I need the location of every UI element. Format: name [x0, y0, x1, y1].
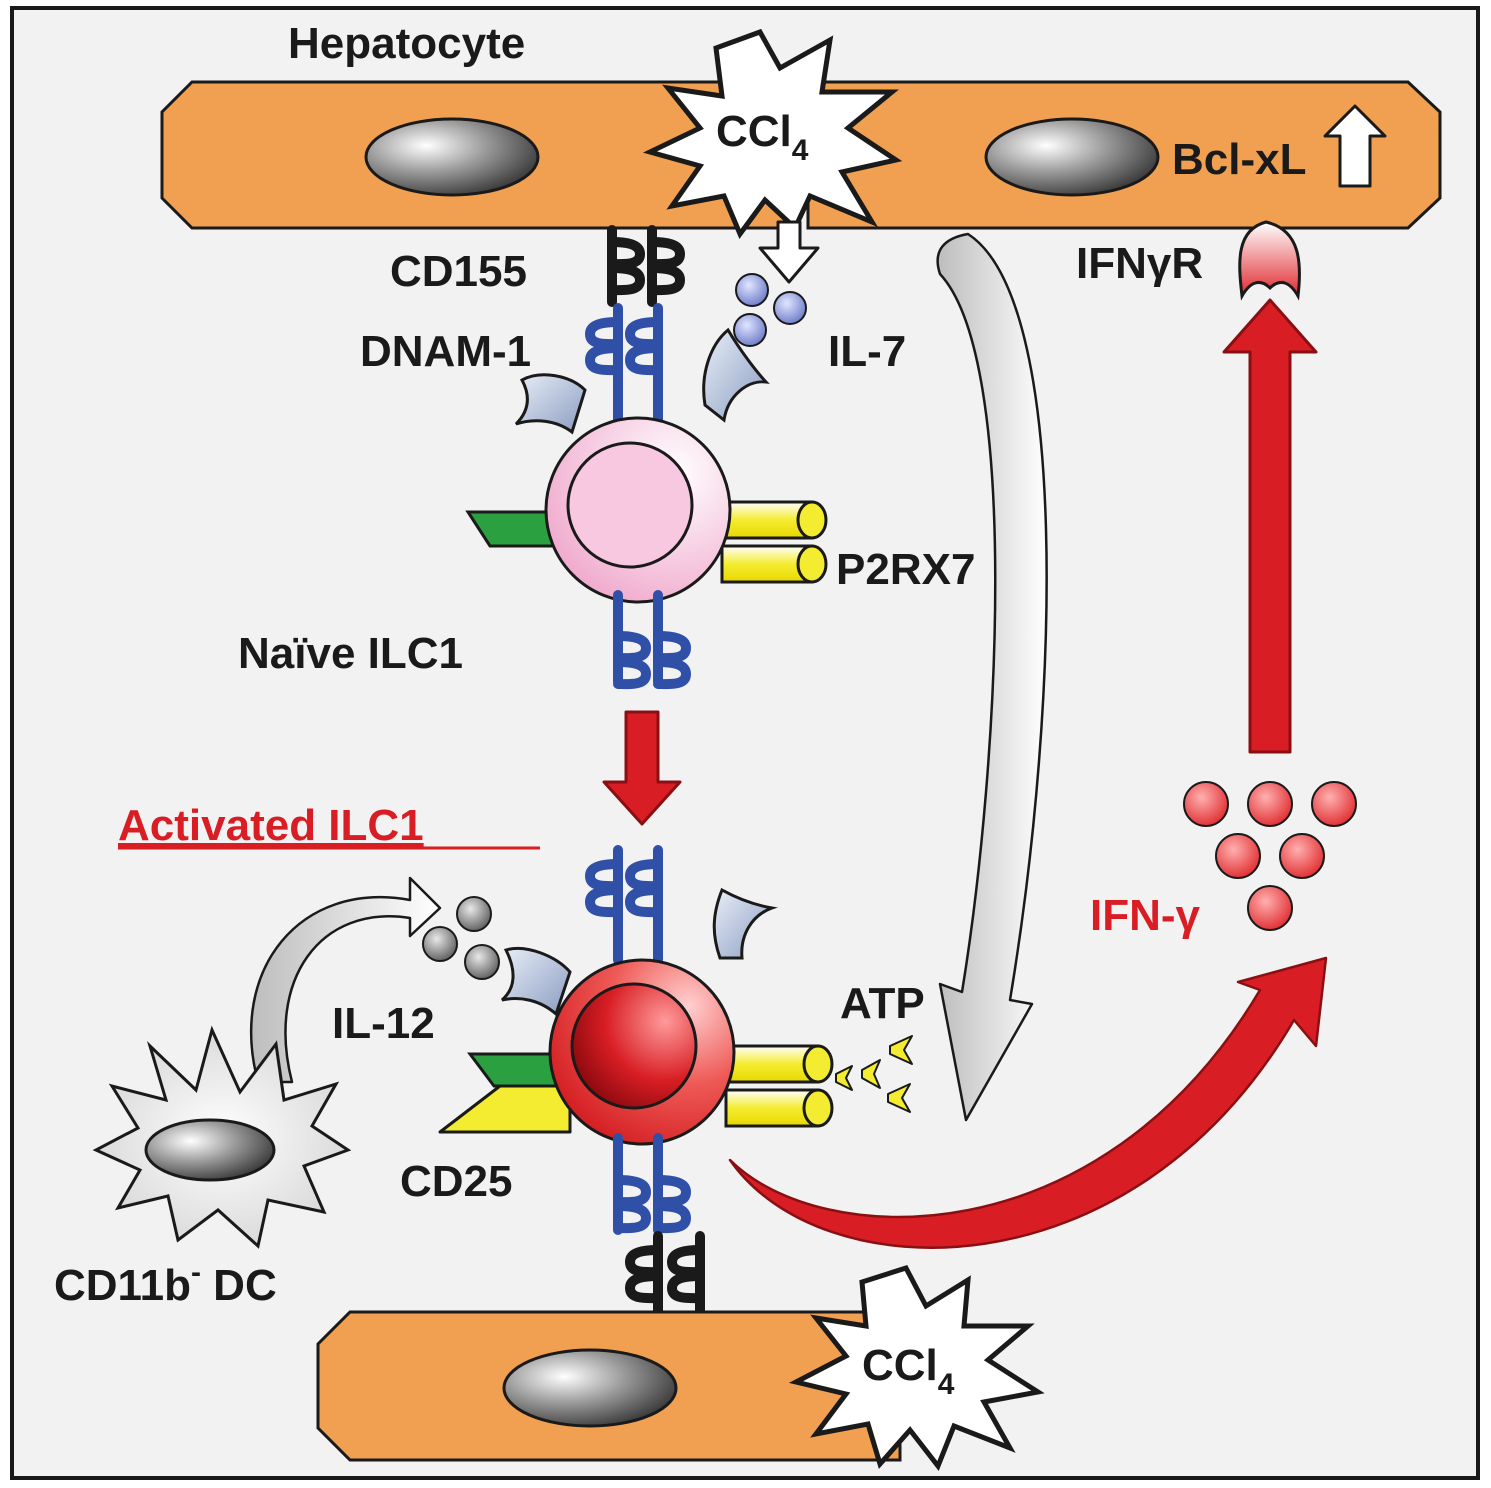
dnam1-naive [584, 303, 663, 445]
cd155-label: CD155 [390, 247, 527, 296]
bclxl-label: Bcl-xL [1172, 135, 1306, 184]
il12-receptor-cup [500, 947, 572, 1017]
hepatocyte-label: Hepatocyte [288, 19, 525, 68]
ifngr-label: IFNγR [1076, 239, 1203, 288]
naive-ilc1-label: Naïve ILC1 [238, 629, 463, 678]
ccl4-bottom-label: CCl4 [862, 1341, 955, 1401]
cd25-label: CD25 [400, 1157, 513, 1206]
cd155-bottom [624, 1231, 705, 1317]
il7-molecules [733, 273, 807, 347]
cd11b-dc-cell [92, 1025, 352, 1249]
activation-arrow [602, 710, 682, 826]
nucleus-right [984, 117, 1160, 197]
activated-right-cup [712, 887, 778, 960]
il12-label: IL-12 [332, 999, 435, 1048]
ifng-molecules [1183, 781, 1357, 931]
p2rx7-activated [724, 1044, 834, 1128]
atp-label: ATP [840, 979, 925, 1028]
dc-to-il12-arrow [249, 876, 442, 1084]
naive-left-cup [514, 373, 587, 435]
dc-nucleus [144, 1118, 276, 1182]
dnam1-activated-bottom [613, 1133, 692, 1235]
dnam1-label: DNAM-1 [360, 327, 531, 376]
ilc1-to-ifng-arrow [728, 956, 1328, 1249]
dnam1-naive-bottom [613, 590, 692, 690]
ifng-label: IFN-γ [1090, 891, 1201, 940]
activated-ilc1-label: Activated ILC1 [118, 801, 424, 850]
ifngr-receptor [1238, 220, 1301, 301]
hepatocyte-top [160, 80, 1442, 230]
ccl4-burst-top: CCl4 [642, 28, 903, 240]
nucleus-left [364, 117, 540, 197]
il12-molecules [422, 896, 500, 980]
activated-ilc1-cell [548, 958, 736, 1146]
hepatocyte-to-atp-arrow [936, 232, 1048, 1122]
naive-ilc1-cell [544, 416, 732, 604]
bclxl-up-arrow [1323, 104, 1387, 188]
p2rx7-naive [720, 500, 828, 584]
ccl4-down-arrow [758, 220, 820, 284]
cd11b-dc-label: CD11b- DC [54, 1256, 277, 1310]
ifng-to-receptor-arrow [1222, 298, 1318, 754]
p2rx7-label: P2RX7 [836, 545, 975, 594]
atp-molecules [835, 1035, 913, 1113]
cd155-top [607, 225, 686, 307]
ccl4-top-label: CCl4 [716, 107, 809, 167]
il7-receptor-cup [702, 327, 770, 423]
hepatocyte-bottom [316, 1310, 902, 1462]
nucleus-bottom [502, 1348, 678, 1428]
il7-label: IL-7 [828, 327, 906, 376]
ccl4-burst-bottom: CCl4 [788, 1264, 1045, 1471]
dnam1-activated [584, 845, 663, 965]
